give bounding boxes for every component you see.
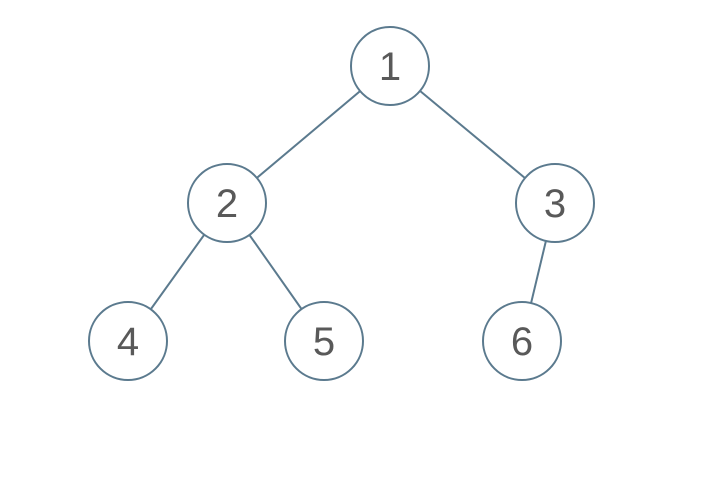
- node-label: 5: [313, 320, 335, 364]
- tree-node-6: 6: [482, 301, 562, 381]
- tree-node-5: 5: [284, 301, 364, 381]
- node-label: 6: [511, 320, 533, 364]
- node-circle: [482, 301, 562, 381]
- node-circle: [187, 163, 267, 243]
- node-label: 1: [379, 45, 401, 89]
- node-label: 4: [117, 320, 139, 364]
- tree-node-3: 3: [515, 163, 595, 243]
- node-circle: [284, 301, 364, 381]
- node-label: 2: [216, 182, 238, 226]
- node-circle: [88, 301, 168, 381]
- node-label: 3: [544, 182, 566, 226]
- node-circle: [515, 163, 595, 243]
- tree-node-2: 2: [187, 163, 267, 243]
- tree-node-1: 1: [350, 26, 430, 106]
- node-circle: [350, 26, 430, 106]
- tree-node-4: 4: [88, 301, 168, 381]
